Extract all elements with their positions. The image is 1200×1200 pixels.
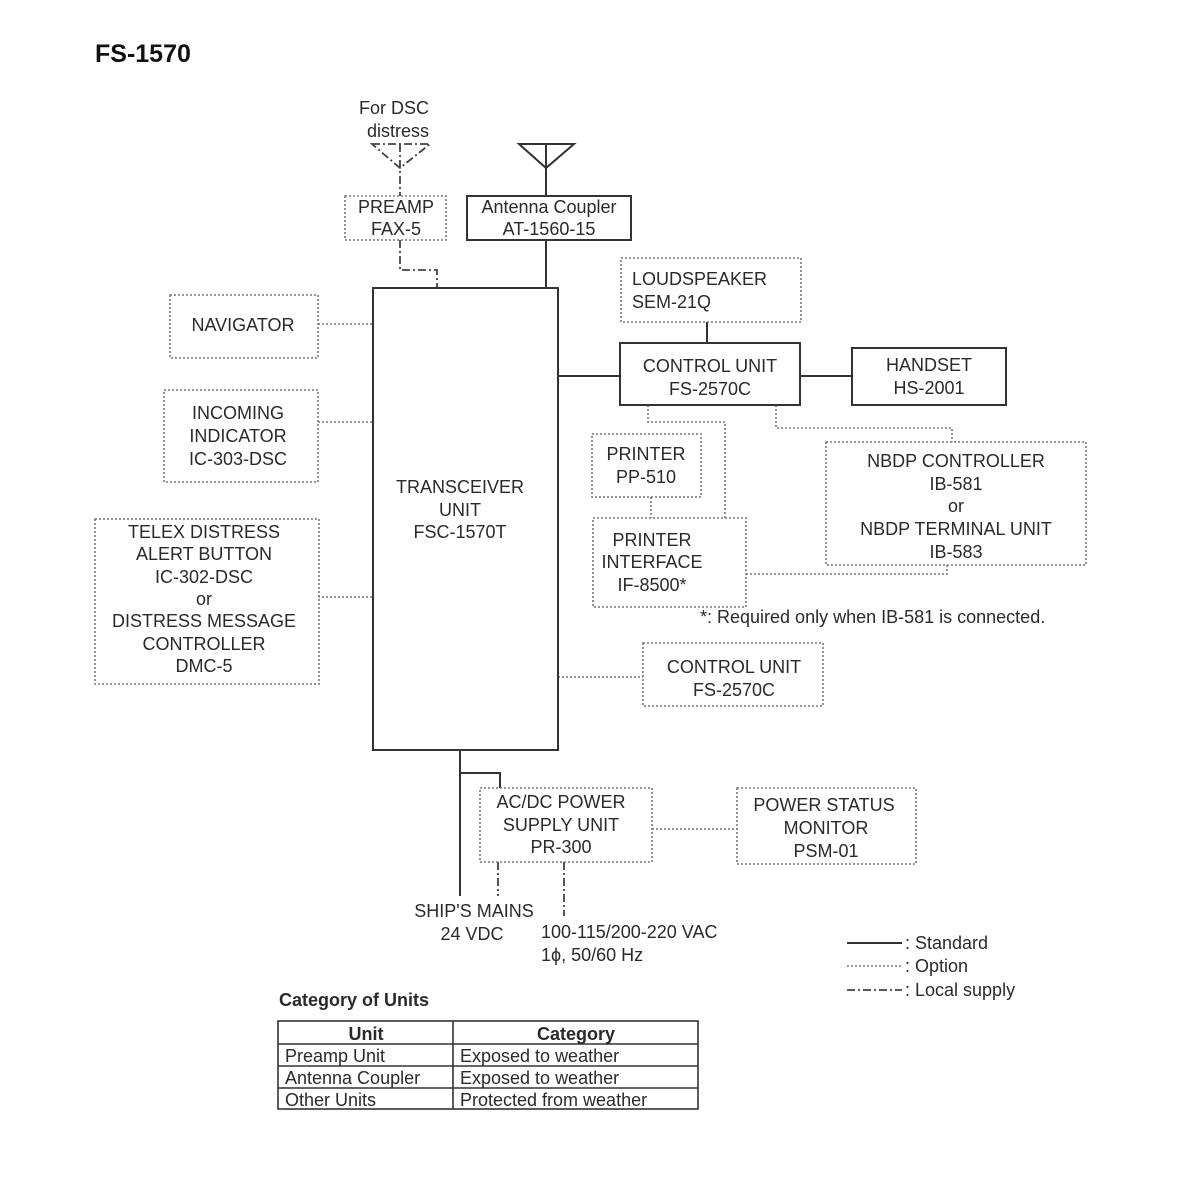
printer-model: PP-510 [616,467,676,487]
nbdp-connection [775,405,953,442]
incoming-indicator-unit: INCOMING INDICATOR IC-303-DSC [163,389,319,483]
ships-mains-label: SHIP'S MAINS [414,901,533,921]
diagram-title: FS-1570 [95,40,191,68]
loudspeaker-name: LOUDSPEAKER [632,269,767,289]
footnote: *: Required only when IB-581 is connecte… [700,607,1045,627]
psu-dc-connection [460,772,501,788]
handset-model: HS-2001 [893,378,964,398]
loudspeaker-unit: LOUDSPEAKER SEM-21Q [620,257,802,323]
ac-supply-voltage: 100-115/200-220 VAC [541,922,717,942]
nbdp-line-2: IB-581 [929,474,982,494]
printer-if-model: IF-8500* [617,575,686,595]
control-unit-2: CONTROL UNIT FS-2570C [642,642,824,707]
incoming-model: IC-303-DSC [189,449,287,469]
telex-line-7: DMC-5 [176,656,233,676]
handset-unit: HANDSET HS-2001 [851,347,1007,406]
preamp-unit: PREAMP FAX-5 [344,195,447,241]
psm-model: PSM-01 [793,841,858,861]
nbdp-line-5: IB-583 [929,542,982,562]
transceiver-unit: TRANSCEIVER UNIT FSC-1570T [372,287,559,751]
printer-if-line-1: PRINTER [612,530,691,550]
printer-if-line-2: INTERFACE [601,552,702,572]
table-cell: Protected from weather [460,1090,647,1110]
telex-line-6: CONTROLLER [142,634,265,654]
transceiver-model: FSC-1570T [413,522,506,542]
nbdp-line-4: NBDP TERMINAL UNIT [860,519,1052,539]
category-table: Category of Units Unit Category Preamp U… [277,990,699,1110]
telex-distress-unit: TELEX DISTRESS ALERT BUTTON IC-302-DSC o… [94,518,320,685]
legend-option-label: : Option [905,956,968,976]
telex-line-4: or [196,589,212,609]
transceiver-line-2: UNIT [439,500,481,520]
nbdp-unit: NBDP CONTROLLER IB-581 or NBDP TERMINAL … [825,441,1087,566]
printer-if-connection [647,405,726,518]
table-header-category: Category [537,1024,615,1044]
preamp-name: PREAMP [358,197,434,217]
table-cell: Exposed to weather [460,1068,619,1088]
control1-model: FS-2570C [669,379,751,399]
navigator-name: NAVIGATOR [191,315,294,335]
ships-mains-voltage: 24 VDC [440,924,503,944]
antenna-coupler-unit: Antenna Coupler AT-1560-15 [466,195,632,241]
telex-line-3: IC-302-DSC [155,567,253,587]
power-supply-unit: AC/DC POWER SUPPLY UNIT PR-300 [479,787,653,863]
coupler-name: Antenna Coupler [481,197,616,217]
control1-name: CONTROL UNIT [643,356,777,376]
psm-line-1: POWER STATUS [753,795,894,815]
psu-line-1: AC/DC POWER [496,792,625,812]
psu-line-2: SUPPLY UNIT [503,815,619,835]
table-cell: Antenna Coupler [285,1068,420,1088]
control2-model: FS-2570C [693,680,775,700]
legend-local-label: : Local supply [905,980,1015,1000]
table-cell: Preamp Unit [285,1046,385,1066]
navigator-unit: NAVIGATOR [169,294,319,359]
preamp-model: FAX-5 [371,219,421,239]
psu-model: PR-300 [530,837,591,857]
telex-line-1: TELEX DISTRESS [128,522,280,542]
printer-interface-unit: PRINTER INTERFACE IF-8500* [592,517,747,608]
dsc-label-2: distress [367,121,429,141]
ac-supply-phase: 1ϕ, 50/60 Hz [541,945,643,965]
telex-line-5: DISTRESS MESSAGE [112,611,296,631]
incoming-line-2: INDICATOR [189,426,286,446]
table-cell: Other Units [285,1090,376,1110]
telex-line-2: ALERT BUTTON [136,544,272,564]
coupler-model: AT-1560-15 [503,219,596,239]
dsc-label-1: For DSC [359,98,429,118]
nbdp-line-3: or [948,496,964,516]
handset-name: HANDSET [886,355,972,375]
nbdp-line-1: NBDP CONTROLLER [867,451,1045,471]
table-header-unit: Unit [349,1024,384,1044]
main-antenna-icon [516,143,577,196]
incoming-line-1: INCOMING [192,403,284,423]
control2-name: CONTROL UNIT [667,657,801,677]
table-cell: Exposed to weather [460,1046,619,1066]
power-status-monitor-unit: POWER STATUS MONITOR PSM-01 [736,787,917,865]
psm-line-2: MONITOR [784,818,869,838]
dsc-antenna-icon [369,143,433,196]
control-unit-1: CONTROL UNIT FS-2570C [619,342,801,406]
transceiver-line-1: TRANSCEIVER [396,477,524,497]
category-table-title: Category of Units [279,990,429,1010]
printer-if-nbdp-connection [746,565,948,575]
legend: : Standard : Option : Local supply [847,933,1015,1000]
legend-standard-label: : Standard [905,933,988,953]
printer-name: PRINTER [606,444,685,464]
printer-unit: PRINTER PP-510 [591,433,702,498]
loudspeaker-model: SEM-21Q [632,292,711,312]
preamp-connection [399,240,438,288]
